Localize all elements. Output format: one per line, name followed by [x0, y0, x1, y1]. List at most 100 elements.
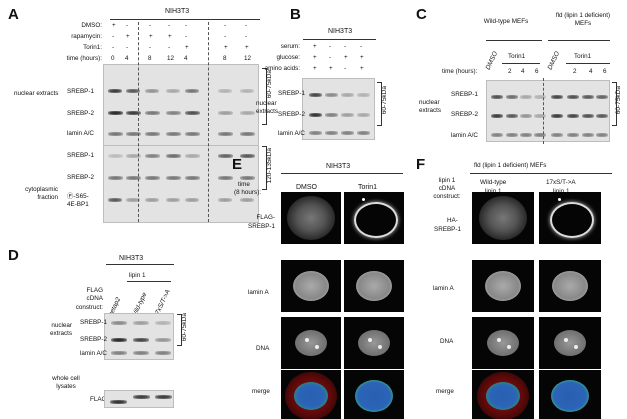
a-band-cyto-srebp1: [218, 154, 233, 158]
a-band-4ebp1: [145, 198, 159, 202]
e-header-line: [281, 173, 403, 174]
c-mw-bracket: [612, 82, 617, 126]
b-band-lamin: [357, 131, 370, 135]
d-band-lamin: [133, 351, 149, 355]
b-band-lamin: [325, 131, 338, 135]
b-row-srebp2: SREBP-2: [278, 111, 305, 118]
panel-a-letter: A: [8, 6, 19, 23]
a-dmso-mark: -: [245, 22, 248, 29]
panel-b-letter: B: [290, 6, 301, 23]
a-row-cyto-srebp2: SREBP-2: [67, 174, 94, 181]
b-glucose-mark: -: [329, 54, 332, 61]
d-blot-flag: [104, 390, 174, 408]
c-band-srebp1: [520, 95, 532, 99]
e-time-1: time: [238, 181, 250, 188]
a-dmso-mark: -: [224, 22, 227, 29]
b-row-lamin: lamin A/C: [278, 130, 305, 137]
a-band-srebp1: [166, 89, 180, 93]
d-blot: [104, 313, 174, 360]
b-aa-label: amino acids:: [264, 65, 300, 72]
e-row-merge: merge: [252, 388, 270, 395]
c-band-srebp1: [596, 95, 608, 99]
e-dna-dmso: [281, 317, 341, 369]
e-dna-torin: [344, 317, 404, 369]
c-time-mark: 4: [589, 68, 593, 75]
a-band-cyto-srebp2: [185, 176, 200, 180]
c-band-lamin: [506, 133, 518, 137]
a-band-cyto-srebp1: [166, 154, 181, 158]
d-row-srebp2: SREBP-2: [80, 336, 107, 343]
a-torin-mark: -: [126, 44, 129, 51]
c-time-mark: 4: [521, 68, 525, 75]
d-construct-3: construct:: [75, 304, 103, 311]
c-band-srebp1: [491, 95, 503, 99]
c-band-srebp2: [534, 114, 546, 118]
e-merge-torin: [344, 370, 404, 419]
a-mw-2: 120-135kDa: [266, 148, 273, 184]
b-mw-bracket: [377, 82, 382, 126]
a-blot-cyto: [103, 145, 259, 223]
f-row-merge: merge: [436, 388, 454, 395]
c-band-lamin: [567, 133, 579, 137]
f-construct-3: construct:: [433, 193, 461, 200]
a-time-mark: 0: [111, 55, 115, 62]
d-band-srebp2: [155, 338, 171, 342]
d-lipin-line: [127, 281, 171, 282]
a-band-lamin: [218, 132, 233, 136]
b-aa-mark: -: [344, 65, 347, 72]
a-row-p-s65: Ⓟ-S65-: [67, 193, 89, 200]
a-band-cyto-srebp1: [145, 154, 160, 158]
a-band-srebp1: [145, 89, 159, 93]
a-rapa-mark: +: [126, 33, 130, 40]
a-band-lamin: [240, 132, 255, 136]
c-band-lamin: [491, 133, 503, 137]
a-time-mark: 4: [125, 55, 129, 62]
c-band-srebp2: [596, 114, 608, 118]
a-row-cyto-srebp1: SREBP-1: [67, 152, 94, 159]
c-torin-fld-line: [566, 63, 610, 64]
f-col2-b: lipin 1: [553, 188, 569, 195]
d-band-srebp2: [111, 338, 127, 342]
c-band-srebp2: [567, 114, 579, 118]
a-torin-mark: +: [185, 44, 189, 51]
a-time-mark: 12: [167, 55, 175, 62]
d-band-srebp1: [133, 321, 149, 325]
e-col-dmso: DMSO: [296, 184, 317, 191]
a-band-srebp2: [185, 111, 200, 115]
c-band-lamin: [582, 133, 594, 137]
a-band-srebp1: [185, 89, 199, 93]
b-band-srebp1: [357, 93, 370, 97]
a-time-mark: 4: [184, 55, 188, 62]
e-merge-dmso: [281, 370, 341, 419]
d-construct-2: cDNA: [86, 295, 103, 302]
c-band-srebp1: [567, 95, 579, 99]
a-band-lamin: [185, 132, 200, 136]
c-row-srebp2: SREBP-2: [451, 111, 478, 118]
f-dna-wt: [472, 317, 534, 369]
e-row-dna: DNA: [256, 345, 270, 352]
b-band-srebp1: [325, 93, 338, 97]
c-band-srebp2: [551, 114, 563, 118]
a-band-cyto-srebp2: [108, 176, 123, 180]
a-band-4ebp1: [108, 198, 122, 202]
d-band-flag: [110, 400, 127, 404]
c-time-mark: 6: [603, 68, 607, 75]
c-wt-line: [486, 40, 542, 41]
c-dmso-fld: DMSO: [546, 50, 562, 71]
a-band-srebp1: [108, 89, 122, 93]
c-band-lamin: [534, 133, 546, 137]
c-time-label: time (hours):: [442, 68, 478, 75]
a-time-mark: 8: [223, 55, 227, 62]
d-construct-1: FLAG: [86, 287, 103, 294]
a-rapa-mark: -: [185, 33, 188, 40]
b-band-srebp1: [341, 93, 354, 97]
d-row-srebp1: SREBP-1: [80, 319, 107, 326]
e-row1-a: FLAG-: [256, 214, 275, 221]
a-band-4ebp1: [185, 198, 199, 202]
b-serum-label: serum:: [280, 43, 300, 50]
a-row-srebp1: SREBP-1: [67, 88, 94, 95]
d-band-flag: [155, 395, 172, 399]
a-dmso-label: DMSO:: [81, 22, 102, 29]
a-rapa-mark: +: [168, 33, 172, 40]
